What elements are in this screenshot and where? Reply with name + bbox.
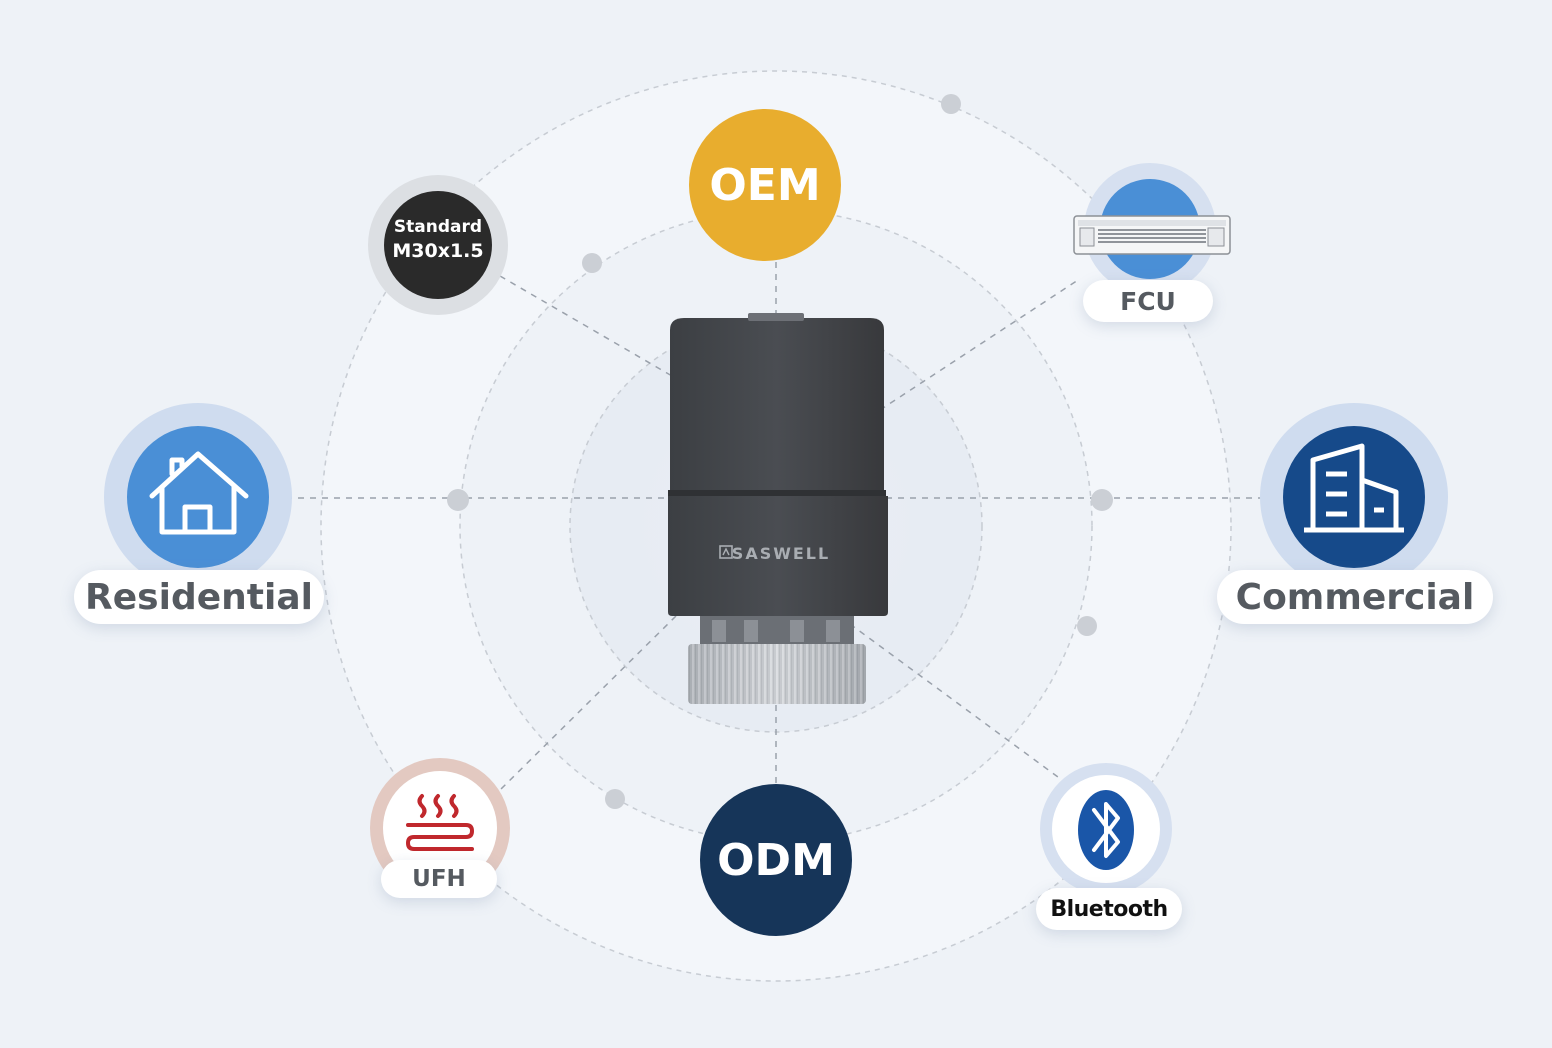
actuator-top-cap (670, 318, 884, 490)
standard-label-line1: Standard (393, 217, 483, 237)
ufh-circle (383, 771, 497, 885)
saswell-logo-mark (719, 545, 733, 559)
commercial-node (1260, 403, 1448, 591)
connector-lines (262, 262, 1290, 791)
ufh-label: UFH (381, 860, 497, 898)
bluetooth-icon (1078, 790, 1134, 870)
actuator-product (668, 313, 888, 704)
bluetooth-label: Bluetooth (1036, 888, 1182, 930)
brand-label: SASWELL (731, 543, 831, 563)
standard-circle (384, 191, 492, 299)
office-building-icon (1304, 443, 1404, 533)
fcu-node (1073, 163, 1231, 295)
house-icon (149, 451, 249, 535)
residential-label: Residential (74, 570, 324, 624)
residential-node (104, 403, 292, 591)
decorative-dots (447, 94, 1113, 809)
odm-label: ODM (717, 834, 835, 886)
oem-node (689, 109, 841, 261)
standard-label-line2: M30x1.5 (392, 240, 484, 262)
odm-circle (700, 784, 852, 936)
commercial-label: Commercial (1217, 570, 1493, 624)
actuator-body (668, 496, 888, 616)
oem-label: OEM (709, 159, 821, 211)
standard-node (368, 175, 508, 315)
oem-circle (689, 109, 841, 261)
underfloor-heating-icon (405, 794, 475, 851)
odm-node (700, 784, 852, 936)
fcu-label: FCU (1083, 280, 1213, 322)
fan-coil-unit-icon (1073, 215, 1231, 255)
bluetooth-node (1040, 763, 1172, 895)
